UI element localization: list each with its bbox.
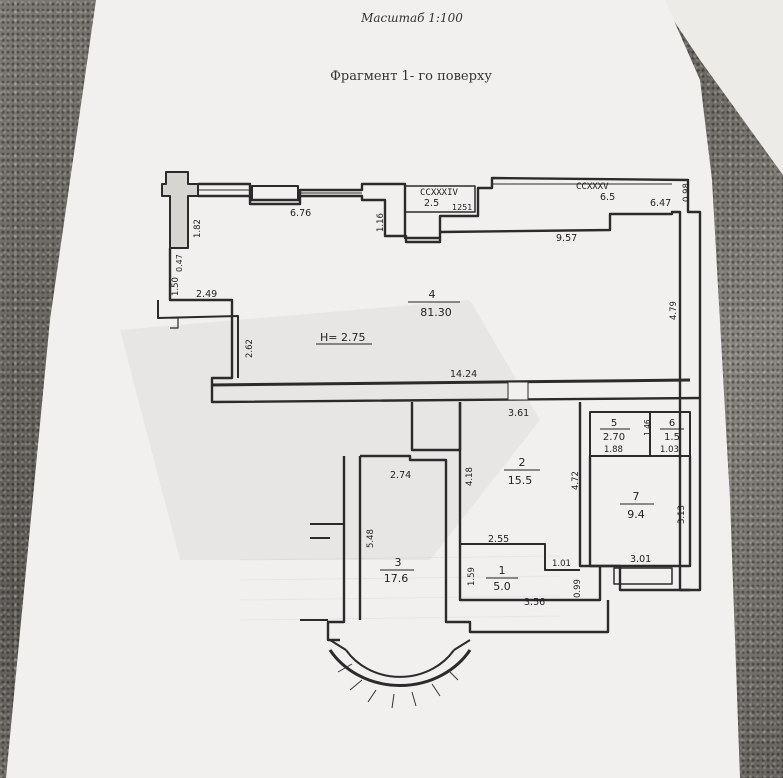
room-6-area: 1.5 bbox=[664, 432, 680, 443]
dim-4-18: 4.18 bbox=[465, 467, 475, 486]
dim-4-72: 4.72 bbox=[571, 471, 581, 490]
room-4-number: 4 bbox=[429, 288, 436, 301]
dim-6-76: 6.76 bbox=[290, 208, 311, 219]
plan-title: Фрагмент 1- го поверху bbox=[330, 69, 492, 84]
dim-1-59: 1.59 bbox=[467, 567, 477, 586]
section-label-right: CCXXXV bbox=[576, 182, 609, 192]
paper-lines bbox=[239, 555, 561, 621]
dim-0-98: 0.98 bbox=[682, 183, 692, 202]
dim-0-47: 0.47 bbox=[175, 254, 184, 272]
dim-2-74: 2.74 bbox=[390, 470, 411, 481]
dim-1-82: 1.82 bbox=[193, 219, 203, 238]
dim-1-03: 1.03 bbox=[660, 445, 679, 455]
dim-1-46: 1.46 bbox=[643, 419, 652, 436]
dim-9-57: 9.57 bbox=[556, 233, 577, 244]
dim-2-62: 2.62 bbox=[245, 339, 255, 358]
room-5-area: 2.70 bbox=[603, 432, 625, 443]
dim-2-55: 2.55 bbox=[488, 534, 509, 545]
section-label-left: CCXXXIV bbox=[420, 188, 459, 198]
dim-3-13: 3.13 bbox=[677, 505, 687, 524]
room-1-area: 5.0 bbox=[493, 580, 511, 593]
scale-label: Масштаб 1:100 bbox=[360, 11, 463, 25]
dim-1-01: 1.01 bbox=[552, 559, 571, 569]
dim-14-24: 14.24 bbox=[450, 369, 477, 380]
dim-3-56: 3.56 bbox=[524, 597, 545, 608]
dim-4-79: 4.79 bbox=[669, 301, 679, 320]
dim-6-47: 6.47 bbox=[650, 198, 671, 209]
room-4-area: 81.30 bbox=[420, 306, 452, 319]
dim-1-88: 1.88 bbox=[604, 445, 623, 455]
dim-3-01: 3.01 bbox=[630, 554, 651, 565]
dim-1-50: 1.50 bbox=[171, 277, 181, 296]
dim-6-5: 6.5 bbox=[600, 192, 615, 203]
dim-2-5: 2.5 bbox=[424, 198, 439, 209]
second-sheet bbox=[660, 0, 783, 175]
dim-1-16: 1.16 bbox=[376, 213, 386, 232]
room-6-number: 6 bbox=[669, 418, 675, 429]
dim-0-99: 0.99 bbox=[573, 579, 583, 598]
ceiling-height: Н= 2.75 bbox=[320, 331, 365, 344]
shadow bbox=[120, 300, 540, 560]
dimension-labels: 6.76 2.5 1251 6.5 6.47 0.98 9.57 1.16 1.… bbox=[171, 183, 692, 608]
room-labels: 4 81.30 2 15.5 3 17.6 1 5.0 5 2.70 6 1.5… bbox=[380, 288, 684, 593]
bay-window-hatch bbox=[337, 663, 459, 709]
room-3-area: 17.6 bbox=[384, 572, 409, 585]
dim-5-48: 5.48 bbox=[366, 529, 376, 548]
room-7-area: 9.4 bbox=[627, 508, 645, 521]
dim-2-49: 2.49 bbox=[196, 289, 217, 300]
dim-3-61: 3.61 bbox=[508, 408, 529, 419]
dim-1251: 1251 bbox=[452, 203, 472, 212]
walls bbox=[157, 171, 702, 687]
room-2-number: 2 bbox=[519, 456, 526, 469]
room-5-number: 5 bbox=[611, 418, 617, 429]
room-1-number: 1 bbox=[499, 564, 506, 577]
room-7-number: 7 bbox=[633, 490, 640, 503]
room-3-number: 3 bbox=[395, 556, 402, 569]
room-2-area: 15.5 bbox=[508, 474, 533, 487]
